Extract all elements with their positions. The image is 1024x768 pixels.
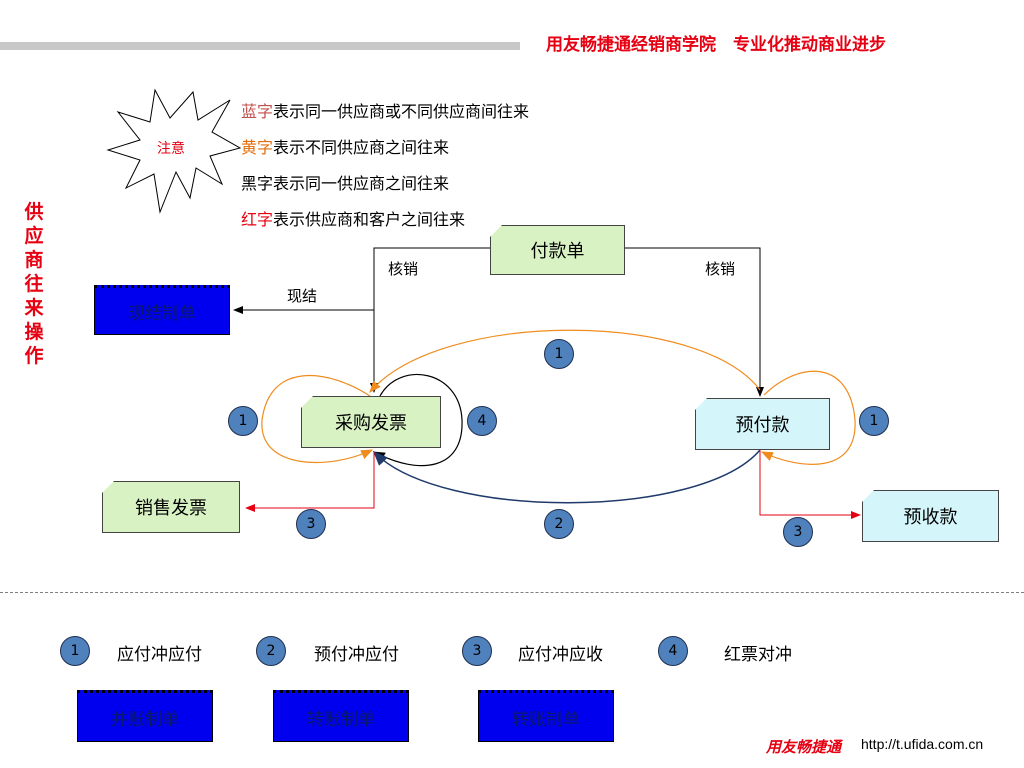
legend-line-black: 黑字表示同一供应商之间往来 [241, 170, 449, 194]
step-circle-1-left: 1 [228, 406, 258, 436]
step-circle-3-left: 3 [296, 509, 326, 539]
prereceipt-doc[interactable]: 预收款 [862, 490, 999, 542]
legend-circle-4: 4 [658, 636, 688, 666]
legend-line-yellow: 黄字表示不同供应商之间往来 [241, 134, 449, 158]
section-divider [0, 592, 1024, 593]
legend-text-1: 应付冲应付 [117, 645, 202, 665]
legend-rest-text: 表示供应商和客户之间往来 [273, 210, 466, 229]
step-circle-2: 2 [544, 509, 574, 539]
legend-colored-word: 黄字 [241, 138, 274, 157]
footer-brand-logo: 用友畅捷通 [766, 738, 842, 756]
legend-text-4: 红票对冲 [724, 645, 792, 665]
legend-rest-text: 表示同一供应商之间往来 [273, 174, 450, 193]
legend-line-blue: 蓝字表示同一供应商或不同供应商间往来 [241, 98, 529, 122]
payment-doc[interactable]: 付款单 [490, 225, 625, 275]
sales-invoice-doc[interactable]: 销售发票 [102, 481, 240, 533]
side-title-char: 操 [24, 321, 44, 343]
verify-line-right [625, 247, 764, 397]
legend-rest-text: 表示同一供应商或不同供应商间往来 [273, 102, 530, 121]
step-circle-1-top: 1 [544, 339, 574, 369]
legend-rest-text: 表示不同供应商之间往来 [273, 138, 450, 157]
purchase-invoice-doc[interactable]: 采购发票 [301, 396, 441, 448]
legend-circle-1: 1 [60, 636, 90, 666]
header-title: 用友畅捷通经销商学院 专业化推动商业进步 [546, 35, 886, 55]
legend-circle-3: 3 [462, 636, 492, 666]
verify-line-left [370, 247, 490, 393]
black-self-loop [372, 373, 463, 467]
legend-line-red: 红字表示供应商和客户之间往来 [241, 206, 465, 230]
transfer-order-button[interactable]: 转账制单 [273, 690, 409, 742]
note-starburst-shape [106, 88, 242, 214]
side-title: 供 应 商 往 来 操 作 [20, 200, 48, 368]
transfer-order-button-2[interactable]: 转账制单 [478, 690, 614, 742]
side-title-char: 商 [24, 249, 44, 271]
side-title-char: 往 [24, 273, 44, 295]
legend-colored-word: 蓝字 [241, 102, 274, 121]
cash-order-button[interactable]: 现结制单 [94, 285, 230, 335]
verify-label-right: 核销 [705, 260, 736, 278]
side-title-char: 作 [24, 345, 44, 367]
merge-order-button[interactable]: 并账制单 [77, 690, 213, 742]
header-divider-bar [0, 42, 520, 50]
note-badge: 注意 [157, 141, 185, 157]
side-title-char: 供 [24, 201, 44, 223]
verify-label-left: 核销 [388, 260, 419, 278]
footer-url-link[interactable]: http://t.ufida.com.cn [861, 736, 984, 752]
side-title-char: 应 [24, 225, 44, 247]
cash-label: 现结 [287, 287, 318, 305]
prepay-doc[interactable]: 预付款 [695, 398, 830, 450]
red-line-prereceipt [759, 450, 861, 519]
legend-circle-2: 2 [256, 636, 286, 666]
side-title-char: 来 [24, 297, 44, 319]
step-circle-1-right: 1 [859, 406, 889, 436]
step-circle-3-right: 3 [783, 517, 813, 547]
legend-text-3: 应付冲应收 [518, 645, 603, 665]
orange-left-loop [261, 375, 374, 464]
step-circle-4: 4 [467, 406, 497, 436]
orange-top-arc [369, 329, 761, 393]
legend-text-2: 预付冲应付 [314, 645, 399, 665]
navy-bottom-arc [372, 449, 761, 504]
red-line-sales [245, 452, 375, 512]
legend-colored-word: 红字 [241, 210, 274, 229]
legend-colored-word: 黑字 [241, 174, 274, 193]
orange-right-loop [760, 370, 856, 465]
